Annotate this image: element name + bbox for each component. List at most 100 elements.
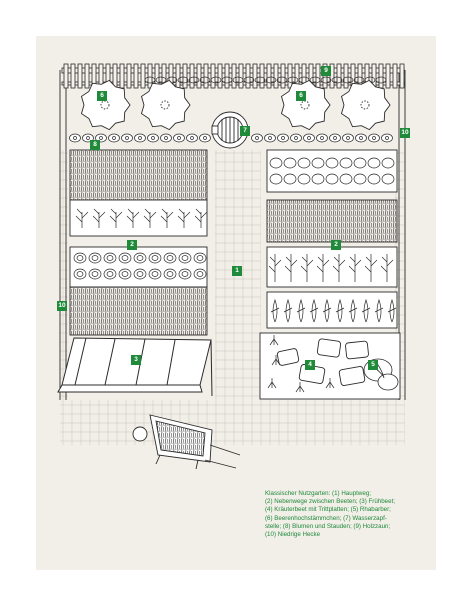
- cabbage-core: [181, 271, 189, 277]
- flower-center: [125, 136, 129, 140]
- leafy-plant: [270, 298, 280, 323]
- lettuce: [339, 157, 353, 169]
- cabbage-core: [136, 271, 144, 277]
- flower-leaf: [375, 76, 387, 84]
- bed-plant: [194, 208, 208, 228]
- marker-side-path-left: 2: [127, 240, 137, 250]
- flower-leaf: [276, 76, 288, 84]
- cabbage-core: [106, 271, 114, 277]
- lettuce: [311, 173, 325, 185]
- marker-rhubarb: 5: [368, 360, 378, 370]
- cold-frame: [57, 337, 213, 397]
- flower-center: [99, 136, 103, 140]
- cabbage-core: [151, 255, 159, 261]
- fence-post: [399, 63, 405, 89]
- fence-post: [238, 63, 244, 89]
- cabbage: [118, 268, 132, 280]
- fence-post: [126, 63, 132, 89]
- lettuce: [269, 157, 283, 169]
- flower-center: [190, 136, 194, 140]
- flower-leaf: [221, 76, 233, 84]
- marker-fence: 9: [321, 66, 331, 76]
- flower-leaf: [331, 76, 343, 84]
- leafy-plant: [335, 298, 345, 323]
- leafy-plant: [361, 298, 371, 323]
- fence-post: [70, 63, 76, 89]
- cabbage-core: [196, 271, 204, 277]
- left-bed-plants: [73, 208, 208, 280]
- fence-post: [133, 63, 139, 89]
- fence-post: [336, 63, 342, 89]
- tall-plant: [380, 254, 394, 282]
- cabbage: [133, 268, 147, 280]
- lettuce: [353, 157, 367, 169]
- bed-plant: [177, 208, 191, 228]
- fence-post: [175, 63, 181, 89]
- flower-leaf: [177, 76, 189, 84]
- right-bed-plants: [267, 157, 397, 393]
- fence-post: [315, 63, 321, 89]
- fence-post: [266, 63, 272, 89]
- flower-row-top: [144, 76, 387, 84]
- cabbage: [163, 268, 177, 280]
- fence-post: [378, 63, 384, 89]
- bed-plant: [160, 208, 174, 228]
- cabbage: [178, 268, 192, 280]
- fence-post: [245, 63, 251, 89]
- flower-leaf: [144, 76, 156, 84]
- left-beds: [69, 149, 208, 336]
- leafy-plant: [387, 298, 397, 323]
- herb-plant: [295, 382, 305, 393]
- marker-main-path: 1: [232, 266, 242, 276]
- fence-post: [385, 63, 391, 89]
- flower-leaf: [342, 76, 354, 84]
- tall-plant: [316, 254, 330, 282]
- leafy-plant: [309, 298, 319, 323]
- flower-center: [112, 136, 116, 140]
- flower-center: [333, 136, 337, 140]
- cabbage-core: [91, 255, 99, 261]
- lettuce: [311, 157, 325, 169]
- caption-line: (2) Nebenwege zwischen Beeten; (3) Frühb…: [265, 498, 396, 506]
- flower-center: [359, 136, 363, 140]
- cabbage: [133, 252, 147, 264]
- flower-center: [164, 136, 168, 140]
- caption-line: stelle; (8) Blumen und Stauden; (9) Holz…: [265, 522, 391, 530]
- fence-post: [231, 63, 237, 89]
- fence-post: [259, 63, 265, 89]
- cabbage-core: [121, 271, 129, 277]
- fence-post: [280, 63, 286, 89]
- flower-center: [138, 136, 142, 140]
- flower-leaf: [243, 76, 255, 84]
- marker-berry-shrub-right: 6: [296, 91, 306, 101]
- marker-flowers: 8: [90, 140, 100, 150]
- flower-leaf: [188, 76, 200, 84]
- flower-center: [203, 136, 207, 140]
- bottom-paving: [60, 400, 405, 445]
- tall-plant: [268, 254, 282, 282]
- cabbage-core: [181, 255, 189, 261]
- berry-shrubs: [80, 79, 391, 131]
- caption-line: Klassischer Nutzgarten: (1) Hauptweg;: [265, 490, 371, 497]
- shrub-stem: [300, 100, 310, 110]
- cabbage: [148, 252, 162, 264]
- side-paths: [60, 150, 405, 400]
- flower-leaf: [353, 76, 365, 84]
- leafy-plant: [322, 298, 332, 323]
- marker-herb-bed: 4: [305, 360, 315, 370]
- flower-leaf: [210, 76, 222, 84]
- cabbage: [193, 252, 207, 264]
- cabbage: [103, 252, 117, 264]
- lettuce: [283, 157, 297, 169]
- cabbage-core: [76, 255, 84, 261]
- fence-post: [329, 63, 335, 89]
- cabbage-core: [136, 255, 144, 261]
- flower-center: [177, 136, 181, 140]
- marker-hedge-right: 10: [400, 128, 410, 138]
- cabbage: [118, 252, 132, 264]
- cabbage: [178, 252, 192, 264]
- fence-post: [252, 63, 258, 89]
- wheelbarrow: [132, 414, 241, 470]
- cabbage: [88, 268, 102, 280]
- cabbage-core: [121, 255, 129, 261]
